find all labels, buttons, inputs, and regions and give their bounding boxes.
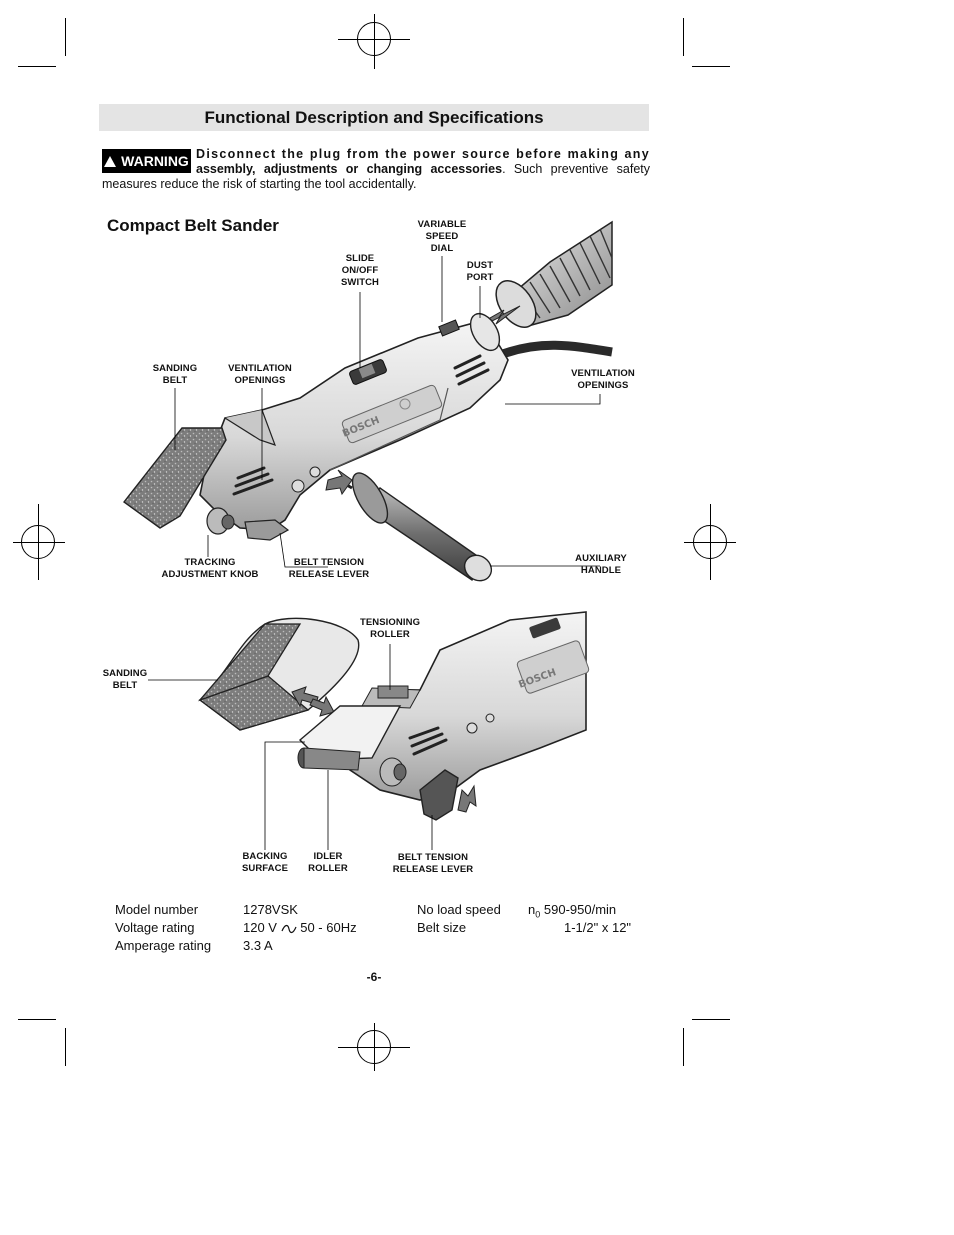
section-title-bar: Functional Description and Specification… — [99, 104, 649, 131]
spec-speed-value: n0 590-950/min — [528, 902, 617, 920]
spec-belt-value: 1-1/2" x 12" — [564, 920, 632, 935]
label-tracking-knob: TRACKING ADJUSTMENT KNOB — [161, 557, 259, 580]
belt-arrow-2-icon — [309, 695, 335, 717]
label-sanding-belt-2: SANDING BELT — [102, 668, 148, 691]
spec-voltage-label: Voltage rating — [115, 920, 195, 935]
warning-line-3: measures reduce the risk of starting the… — [102, 177, 417, 191]
sanding-belt — [122, 427, 227, 529]
lever-arrow-icon — [457, 784, 477, 813]
label-belt-tension-lever-2: BELT TENSION RELEASE LEVER — [392, 852, 474, 875]
label-tensioning-roller: TENSIONING ROLLER — [359, 617, 421, 640]
spec-amperage-label: Amperage rating — [115, 938, 212, 953]
label-ventilation-openings-left: VENTILATION OPENINGS — [228, 363, 292, 386]
warning-line-1: Disconnect the plug from the power sourc… — [196, 147, 650, 161]
label-variable-speed-dial: VARIABLE SPEED DIAL — [417, 219, 467, 254]
label-dust-port: DUST PORT — [466, 260, 494, 283]
leader-lines — [174, 256, 601, 568]
warning-badge-label: WARNING — [121, 153, 189, 169]
label-auxiliary-handle: AUXILIARY HANDLE — [575, 553, 627, 576]
sander-body-front: BOSCH — [297, 611, 590, 821]
label-slide-switch: SLIDE ON/OFF SWITCH — [340, 253, 380, 288]
label-ventilation-openings-right: VENTILATION OPENINGS — [571, 368, 635, 391]
spec-belt-label: Belt size — [417, 920, 467, 935]
spec-model-label: Model number — [115, 902, 199, 917]
ac-wave-icon — [281, 924, 297, 933]
power-cord — [498, 340, 613, 360]
sander-body: BOSCH — [199, 312, 509, 541]
warning-triangle-icon — [104, 155, 117, 167]
leader-lines-2 — [148, 644, 433, 850]
handle-arrow-icon — [325, 469, 353, 496]
spec-voltage-value: 120 V 50 - 60Hz — [243, 920, 357, 935]
loose-sanding-belt — [197, 617, 360, 731]
page-number: -6- — [366, 970, 382, 984]
figure-title: Compact Belt Sander — [107, 216, 279, 235]
page-title: Functional Description and Specification… — [204, 108, 544, 127]
label-sanding-belt: SANDING BELT — [152, 363, 198, 386]
label-belt-tension-lever: BELT TENSION RELEASE LEVER — [288, 557, 370, 580]
auxiliary-handle — [339, 472, 493, 582]
spec-amperage-value: 3.3 A — [243, 938, 273, 953]
warning-text: Disconnect the plug from the power sourc… — [102, 147, 650, 192]
spec-model-value: 1278VSK — [243, 902, 298, 917]
warning-line-2: assembly, adjustments or changing access… — [196, 162, 650, 176]
label-backing-surface: BACKING SURFACE — [241, 851, 289, 874]
warning-badge: WARNING — [102, 149, 191, 173]
label-idler-roller: IDLER ROLLER — [308, 851, 348, 874]
spec-speed-label: No load speed — [417, 902, 501, 917]
